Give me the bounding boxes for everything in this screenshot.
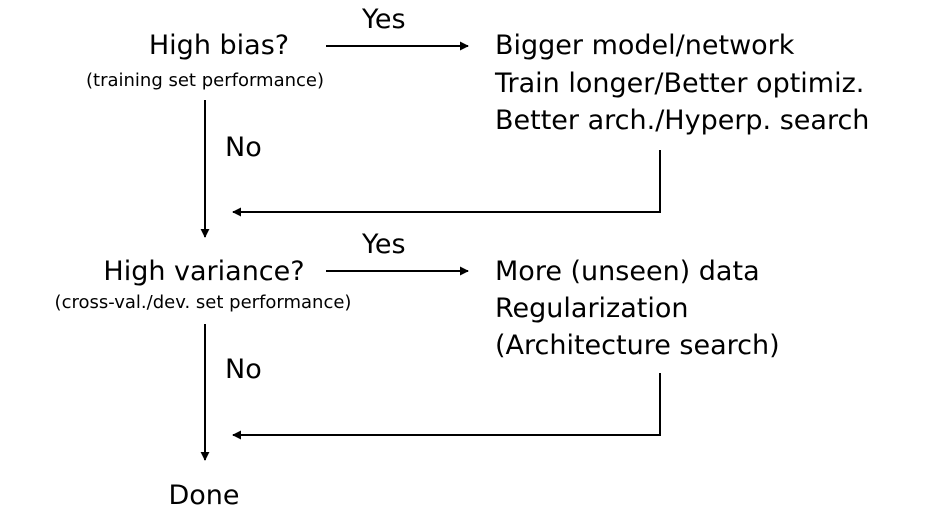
q2-return-path — [232, 373, 661, 440]
q1-subtext: (training set performance) — [85, 70, 325, 91]
q1-question: High bias? — [148, 30, 290, 61]
done-label: Done — [168, 480, 240, 511]
q2-question: High variance? — [103, 256, 305, 287]
q1-yes-label: Yes — [362, 4, 406, 35]
q2-subtext: (cross-val./dev. set performance) — [54, 292, 352, 313]
q2-action-3: (Architecture search) — [495, 330, 780, 361]
q1-no-label: No — [225, 132, 262, 163]
q2-action-2: Regularization — [495, 293, 689, 324]
q1-action-1: Bigger model/network — [495, 30, 795, 61]
q2-no-label: No — [225, 354, 262, 385]
q1-return-path — [232, 150, 661, 217]
q2-action-1: More (unseen) data — [495, 256, 760, 287]
q2-yes-label: Yes — [362, 229, 406, 260]
q1-action-2: Train longer/Better optimiz. — [495, 68, 865, 99]
q1-action-3: Better arch./Hyperp. search — [495, 105, 870, 136]
